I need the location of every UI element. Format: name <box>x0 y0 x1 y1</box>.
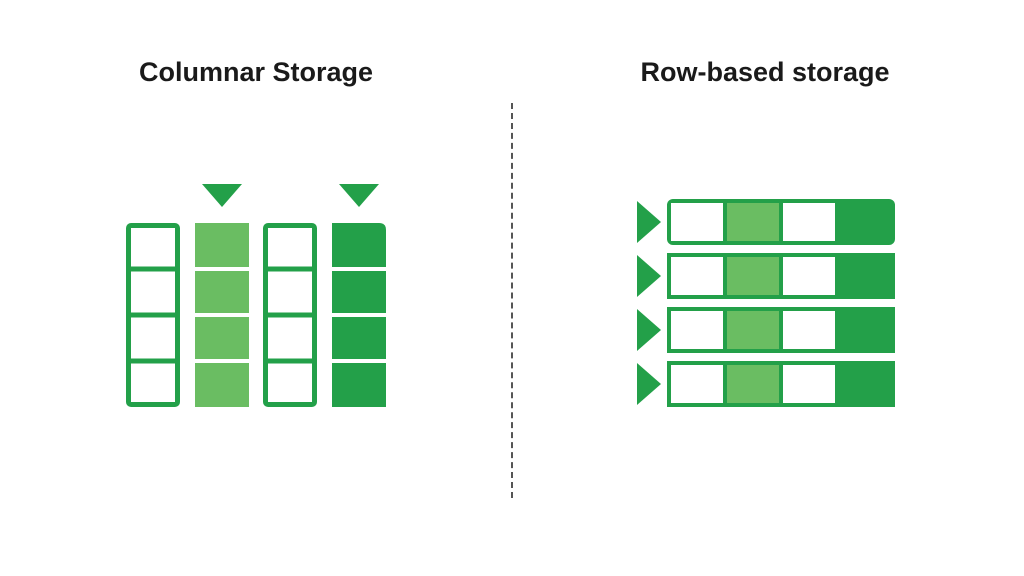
column-4-cell <box>332 363 386 407</box>
row-based-storage-diagram <box>637 199 895 407</box>
column-3-cell <box>268 363 312 402</box>
column-3-frame <box>263 223 317 407</box>
dashed-divider <box>511 103 513 498</box>
row-2-cell <box>727 257 779 295</box>
column-1-cell <box>131 228 175 267</box>
columnar-storage-diagram <box>126 184 386 407</box>
row-4-cell <box>671 365 723 403</box>
row-1-cell <box>727 203 779 241</box>
column-1-cell <box>131 363 175 402</box>
right-arrow-icon <box>637 309 661 351</box>
column-2-cell <box>195 223 249 267</box>
row-2-cell <box>671 257 723 295</box>
right-arrow-icon <box>637 255 661 297</box>
right-arrow-icon <box>637 201 661 243</box>
row-4-cell <box>727 365 779 403</box>
column-3-cell <box>268 271 312 313</box>
row-1-cell <box>671 203 723 241</box>
row-3-cell <box>671 311 723 349</box>
row-4-cell <box>783 365 835 403</box>
row-1-cell <box>783 203 835 241</box>
column-4-cell <box>332 317 386 359</box>
column-3-cell <box>268 317 312 359</box>
row-based-storage-title: Row-based storage <box>640 57 890 87</box>
column-1-frame <box>126 223 180 407</box>
row-3-cell <box>727 311 779 349</box>
column-2-cell <box>195 271 249 313</box>
column-1-cell <box>131 317 175 359</box>
columnar-storage-title: Columnar Storage <box>138 57 374 87</box>
row-3-cell <box>783 311 835 349</box>
column-4-cell <box>332 223 386 267</box>
row-1-frame <box>667 199 895 245</box>
column-2-cell <box>195 317 249 359</box>
right-arrow-icon <box>637 363 661 405</box>
down-arrow-icon <box>339 184 379 207</box>
column-2-cell <box>195 363 249 407</box>
row-2-cell <box>783 257 835 295</box>
column-3-cell <box>268 228 312 267</box>
column-1-cell <box>131 271 175 313</box>
down-arrow-icon <box>202 184 242 207</box>
column-4-cell <box>332 271 386 313</box>
